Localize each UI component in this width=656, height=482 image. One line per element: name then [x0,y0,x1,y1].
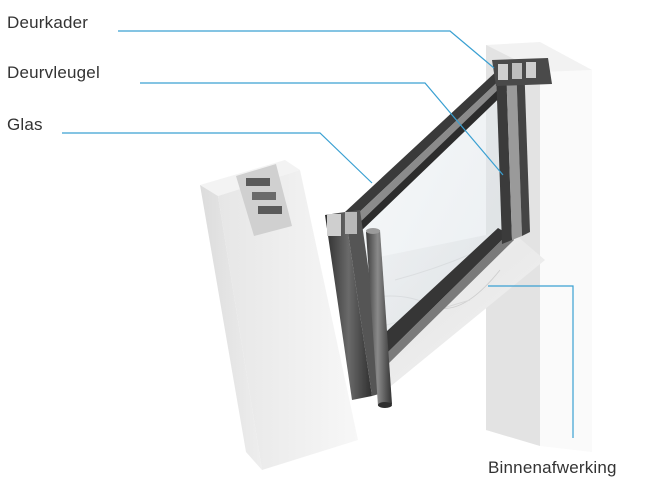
leader-lines [62,30,574,438]
left-wall-block [200,160,358,470]
leader-sash [140,82,504,176]
label-frame: Deurkader [7,13,89,32]
frame-end-cap [492,58,552,86]
leader-frame [118,30,495,69]
round-tube [366,228,392,408]
label-inner-finish: Binnenafwerking [488,458,617,477]
leader-finish [488,285,574,438]
label-sash: Deurvleugel [7,63,100,82]
label-glass: Glas [7,115,43,134]
leader-glass [62,132,373,184]
sash-profile [345,60,530,366]
